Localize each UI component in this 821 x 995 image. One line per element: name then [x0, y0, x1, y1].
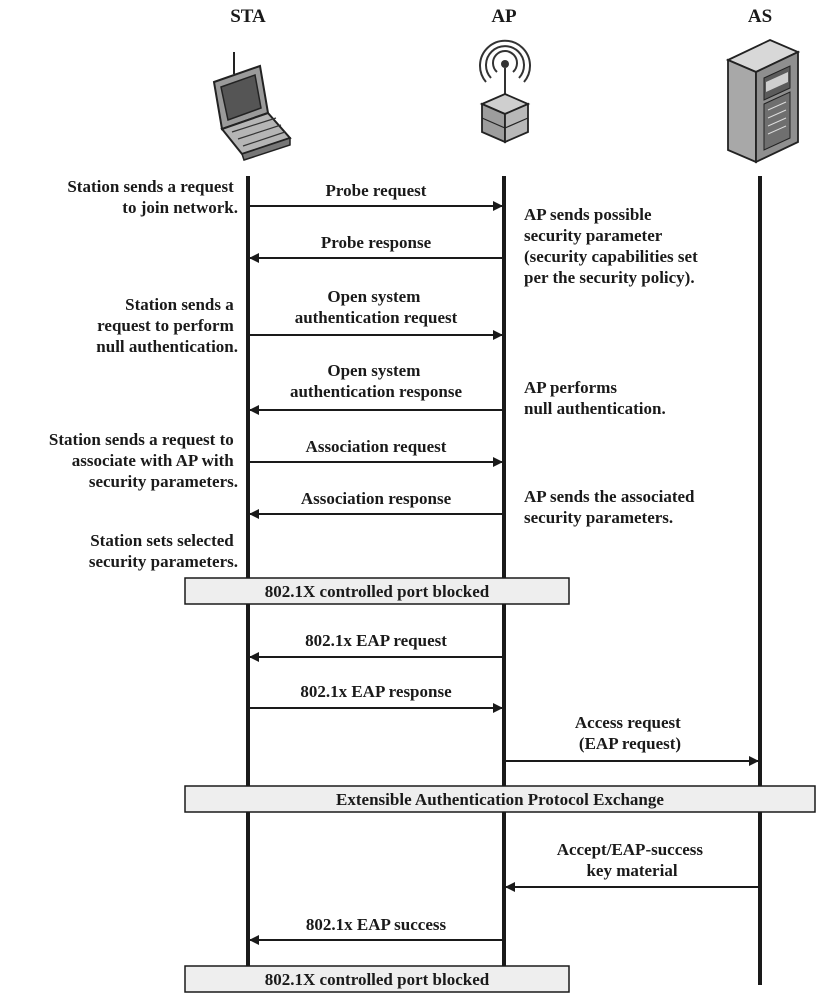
- message-label: 802.1x EAP response: [300, 682, 452, 701]
- server-icon: [725, 39, 801, 164]
- sta-note: Station sends a request to perform null …: [96, 295, 238, 356]
- ap-note: AP sends the associated security paramet…: [524, 487, 699, 527]
- ap-note: AP performs null authentication.: [524, 378, 666, 418]
- message-label: 802.1x EAP request: [305, 631, 447, 650]
- sta-note: Station sends a request to join network.: [67, 177, 238, 217]
- access-point-icon: [479, 39, 531, 144]
- message-label: Accept/EAP-success key material: [557, 840, 708, 880]
- message-label: 802.1x EAP success: [306, 915, 447, 934]
- message-label: Open system authentication response: [290, 361, 463, 401]
- ap-note: AP sends possible security parameter (se…: [524, 205, 702, 287]
- phase-bar-label: 802.1X controlled port blocked: [265, 970, 490, 989]
- sta-note: Station sets selected security parameter…: [89, 531, 238, 571]
- message-label: Access request (EAP request): [575, 713, 685, 753]
- sta-note: Station sends a request to associate wit…: [49, 430, 238, 491]
- entity-label-ap: AP: [491, 6, 517, 27]
- entity-label-as: AS: [748, 6, 772, 27]
- message-label: Association response: [301, 489, 452, 508]
- message-label: Association request: [306, 437, 447, 456]
- entity-label-sta: STA: [230, 6, 266, 27]
- message-label: Probe request: [326, 181, 427, 200]
- laptop-icon: [212, 52, 292, 161]
- phase-bar-label: Extensible Authentication Protocol Excha…: [336, 790, 664, 809]
- phase-bar-label: 802.1X controlled port blocked: [265, 582, 490, 601]
- phase-bar-port-blocked-1: 802.1X controlled port blocked: [184, 577, 570, 605]
- message-label: Probe response: [321, 233, 432, 252]
- phase-bar-eap-exchange: Extensible Authentication Protocol Excha…: [184, 785, 816, 813]
- message-label: Open system authentication request: [295, 287, 458, 327]
- phase-bar-port-blocked-2: 802.1X controlled port blocked: [184, 965, 570, 993]
